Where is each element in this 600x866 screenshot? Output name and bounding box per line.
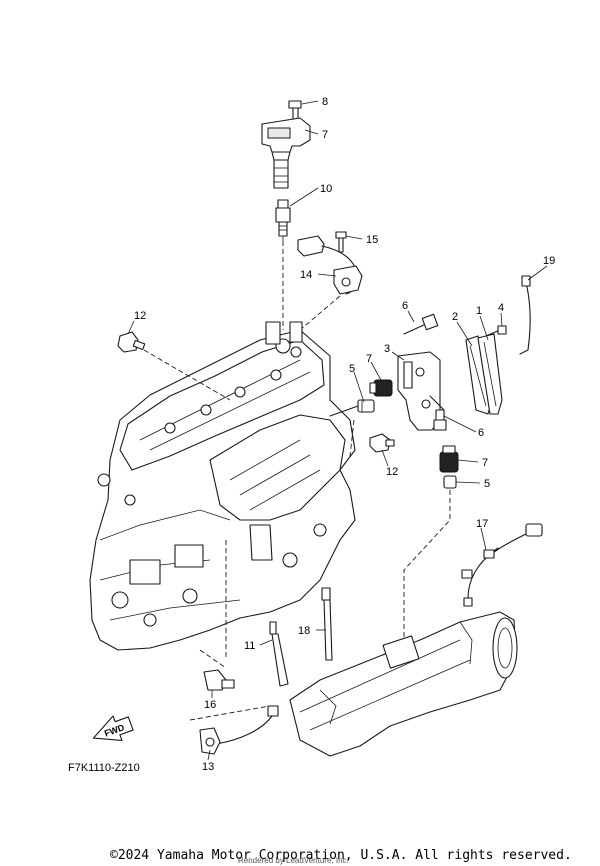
collar-5-upper	[357, 399, 375, 413]
assembly-line	[189, 705, 271, 721]
spark-plug-10	[275, 199, 291, 241]
callout-6-lower: 6	[478, 427, 484, 439]
callout-6-upper: 6	[402, 300, 408, 312]
assembly-line	[403, 490, 451, 650]
wire-19	[519, 275, 531, 355]
assembly-line	[143, 349, 231, 401]
engine-block	[89, 321, 356, 651]
collar-5-lower	[443, 475, 457, 489]
assembly-line	[199, 649, 227, 669]
cover-1	[477, 333, 503, 415]
callout-5-upper: 5	[349, 363, 355, 375]
copyright-notice: ©2024 Yamaha Motor Corporation, U.S.A. A…	[110, 848, 572, 863]
callout-19: 19	[543, 255, 555, 267]
bolt-shaft	[329, 405, 359, 417]
assembly-line	[299, 295, 341, 331]
callout-7-upper: 7	[366, 353, 372, 365]
damper-7-lower	[439, 445, 459, 473]
sensor-17	[461, 523, 543, 607]
callout-7-lower: 7	[482, 457, 488, 469]
callout-12-lower: 12	[386, 466, 398, 478]
callout-leaders	[127, 100, 548, 761]
ignition-coil-8	[261, 117, 311, 189]
callout-12-upper: 12	[134, 310, 146, 322]
callout-9: 8	[322, 96, 328, 108]
drawing-code: F7K1110-Z210	[68, 762, 140, 774]
callout-2: 2	[452, 311, 458, 323]
exhaust-pipe	[289, 611, 518, 757]
callout-15: 16	[204, 699, 216, 711]
sensor-16	[199, 705, 279, 755]
callout-4: 4	[498, 302, 504, 314]
rendered-by-notice: Rendered by LeadVenture, Inc.	[238, 856, 349, 865]
assembly-line	[349, 419, 355, 457]
callout-8: 7	[322, 129, 328, 141]
bolt-6-upper	[403, 313, 439, 335]
sensor-15	[203, 669, 235, 691]
sensor-13	[297, 235, 363, 295]
callout-1: 1	[476, 305, 482, 317]
bolt-6-lower	[429, 395, 447, 431]
bracket-3	[397, 351, 441, 431]
callout-5-lower: 5	[484, 478, 490, 490]
fwd-arrow-icon: FWD	[92, 715, 134, 742]
callout-11: 11	[244, 640, 255, 652]
cable-tie-11	[269, 621, 289, 687]
callout-3: 3	[384, 343, 390, 355]
callout-18: 18	[298, 625, 310, 637]
callout-13: 14	[300, 269, 312, 281]
bolt-14	[335, 231, 347, 253]
callout-16: 13	[202, 761, 214, 773]
callout-14: 15	[366, 234, 378, 246]
damper-7-upper	[369, 379, 393, 397]
callout-10: 10	[320, 183, 332, 195]
cable-tie-18	[321, 587, 333, 661]
callouts: 8 7 10 15 14 12 6 2 1 4 19 3 7 5 6 12 7 …	[134, 96, 555, 773]
sensor-12-lower	[369, 433, 395, 453]
sensor-12-upper	[117, 331, 146, 353]
callout-17: 17	[476, 518, 488, 530]
bolt-4	[485, 325, 507, 337]
